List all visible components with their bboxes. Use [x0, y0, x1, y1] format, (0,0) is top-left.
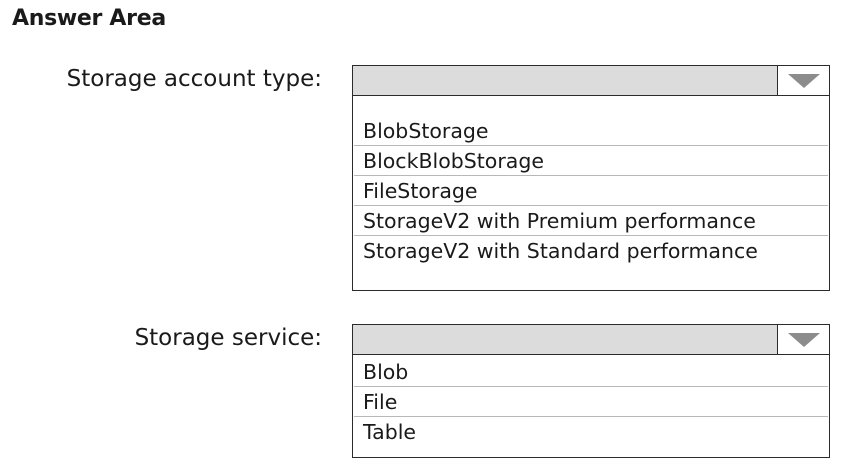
storage-account-type-label: Storage account type:: [66, 66, 322, 92]
answer-area-title: Answer Area: [12, 6, 166, 31]
option-file[interactable]: File: [354, 387, 828, 417]
option-storagev2-premium[interactable]: StorageV2 with Premium performance: [354, 206, 828, 236]
storage-account-type-select[interactable]: [353, 66, 829, 96]
storage-account-type-dropdown-toggle[interactable]: [777, 66, 829, 95]
storage-service-dropdown[interactable]: Blob File Table: [352, 324, 830, 458]
storage-service-options: Blob File Table: [353, 355, 829, 447]
storage-service-select[interactable]: [353, 325, 829, 355]
option-blockblobstorage[interactable]: BlockBlobStorage: [354, 146, 828, 176]
option-blobstorage[interactable]: BlobStorage: [354, 116, 828, 146]
option-storagev2-standard[interactable]: StorageV2 with Standard performance: [363, 239, 758, 263]
option-blob[interactable]: Blob: [354, 357, 828, 387]
chevron-down-icon: [787, 332, 820, 347]
storage-account-type-dropdown[interactable]: BlobStorage BlockBlobStorage FileStorage…: [352, 65, 830, 291]
chevron-down-icon: [787, 73, 820, 88]
option-filestorage[interactable]: FileStorage: [354, 176, 828, 206]
storage-account-type-options: BlobStorage BlockBlobStorage FileStorage…: [353, 96, 829, 266]
storage-service-dropdown-toggle[interactable]: [777, 325, 829, 354]
option-table[interactable]: Table: [363, 420, 417, 444]
storage-service-label: Storage service:: [134, 325, 322, 351]
